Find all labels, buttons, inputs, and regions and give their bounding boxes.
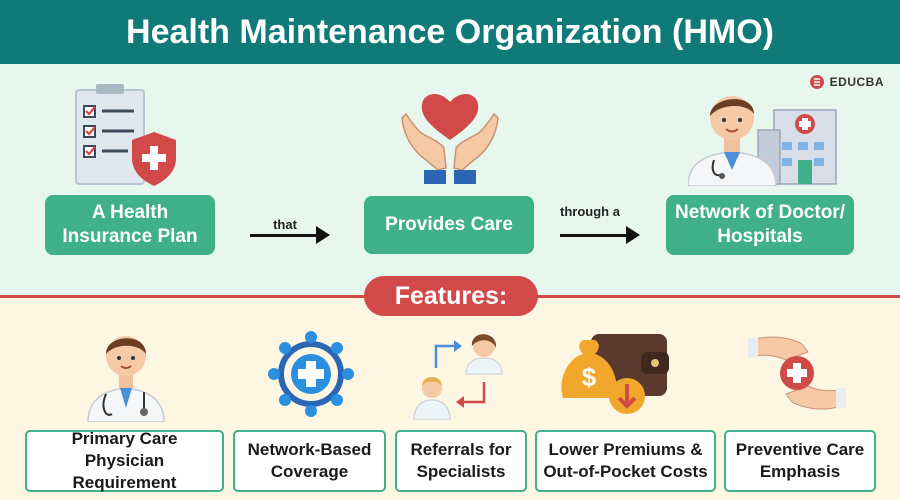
educba-logo-icon: [809, 75, 824, 89]
feature-referrals-specialists: Referrals for Specialists: [395, 430, 527, 492]
network-plus-icon: [268, 331, 354, 417]
connector-through-a-label: through a: [560, 204, 620, 219]
wallet-money-icon: $: [561, 334, 669, 414]
hands-care-icon: [748, 336, 846, 410]
clipboard-shield-icon: [75, 84, 176, 186]
doctor-icon: [87, 336, 165, 422]
heart-hands-icon: [401, 93, 499, 184]
feature-lower-premiums: Lower Premiums & Out-of-Pocket Costs: [535, 430, 716, 492]
brand-logo: EDUCBA: [809, 74, 884, 90]
page-title: Health Maintenance Organization (HMO): [0, 0, 900, 64]
connector-arrow-2: [560, 226, 640, 244]
feature-network-based-coverage: Network-Based Coverage: [233, 430, 386, 492]
brand-name: EDUCBA: [829, 75, 884, 89]
features-heading: Features:: [364, 276, 538, 316]
referral-icon: [413, 334, 503, 420]
connector-that-label: that: [273, 217, 297, 232]
flow-step-provides-care: Provides Care: [364, 196, 534, 254]
flow-step-health-insurance-plan: A Health Insurance Plan: [45, 195, 215, 255]
feature-preventive-care: Preventive Care Emphasis: [724, 430, 876, 492]
connector-arrow-1: [250, 226, 330, 244]
flow-step-network-doctor-hospitals: Network of Doctor/ Hospitals: [666, 195, 854, 255]
feature-primary-care-physician: Primary Care Physician Requirement: [25, 429, 224, 492]
svg-text:$: $: [582, 362, 597, 392]
doctor-hospital-icon: [688, 96, 837, 186]
